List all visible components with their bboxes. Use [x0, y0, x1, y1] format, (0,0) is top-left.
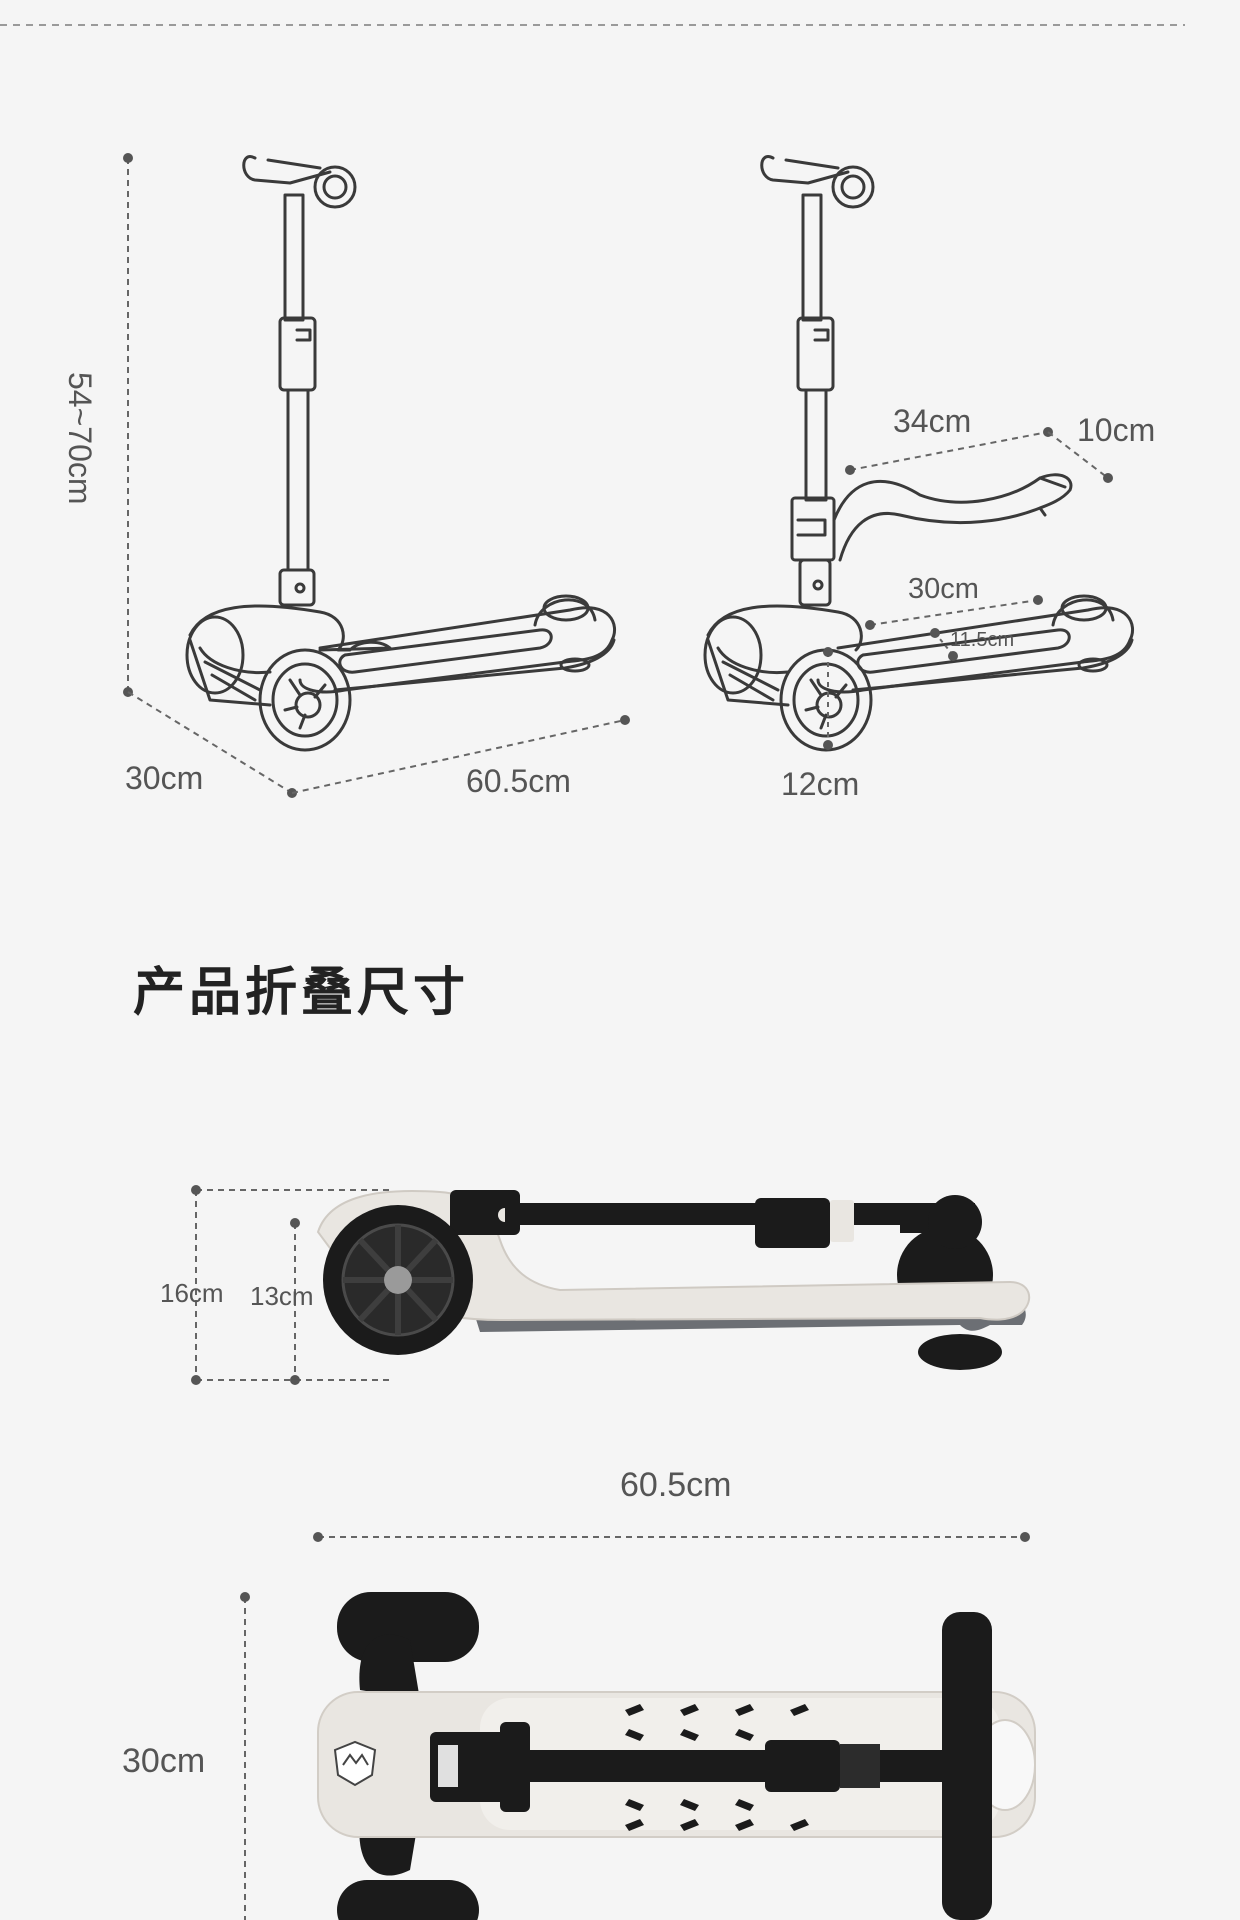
deck-body	[316, 1190, 1031, 1322]
section-title: 产品折叠尺寸	[133, 963, 470, 1023]
deck-width-label: 11.5cm	[950, 629, 1015, 651]
handle-grip-right-2	[831, 165, 875, 209]
seat-outline	[832, 473, 1073, 562]
width-front-label: 30cm	[125, 760, 204, 796]
length-label: 60.5cm	[466, 763, 571, 799]
folded-scooter-side	[316, 1190, 1031, 1370]
seat-width-label: 10cm	[1077, 412, 1156, 448]
top-stem-lock	[765, 1740, 840, 1792]
folded-length-label: 60.5cm	[620, 1466, 732, 1504]
front-wheel-left	[185, 615, 245, 695]
height-range-label: 54~70cm	[62, 372, 98, 505]
handlebar-left	[242, 155, 332, 185]
rear-wheel	[918, 1334, 1002, 1370]
standard-dimension-lines	[123, 153, 630, 798]
seat-length-label: 34cm	[893, 403, 972, 439]
seat-length-line	[849, 431, 1049, 471]
folded-side-dimension-lines	[191, 1185, 1030, 1920]
stem-lock	[755, 1198, 830, 1248]
top-front-wheel-lower	[337, 1880, 479, 1920]
seat-clamp	[790, 496, 836, 562]
scooter-standard-drawing	[185, 155, 617, 752]
front-wheel-right	[258, 648, 352, 752]
hinge-block	[450, 1190, 520, 1235]
deck-length-label: 30cm	[908, 573, 979, 605]
folded-stem	[505, 1203, 975, 1225]
length-dim-line	[291, 719, 626, 794]
folded-scooter-top	[317, 1592, 1036, 1920]
seat-dimension-lines	[823, 427, 1113, 750]
wheel-diameter-label: 12cm	[781, 766, 860, 802]
folded-width-label: 30cm	[122, 1742, 206, 1780]
seat-width-line	[1047, 431, 1109, 479]
folded-deck-height-label: 13cm	[250, 1281, 314, 1311]
handle-end	[928, 1195, 982, 1249]
scooter-seat-drawing	[703, 155, 1135, 752]
folded-height-label: 16cm	[160, 1278, 224, 1308]
brand-logo-icon	[333, 1740, 377, 1787]
top-handlebar	[942, 1612, 992, 1920]
handle-grip-right	[313, 165, 357, 209]
top-stem	[525, 1750, 965, 1782]
